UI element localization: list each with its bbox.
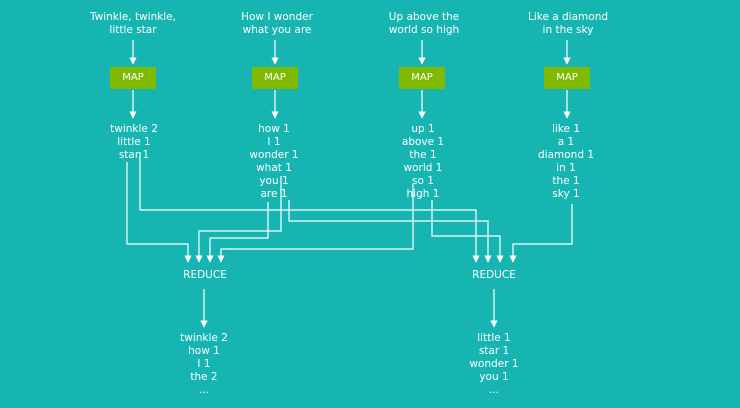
wire-wonder-to-reduce2 (431, 200, 504, 263)
wire-i-to-reduce1 (206, 202, 269, 263)
reduce-label-2: REDUCE (472, 269, 516, 281)
reduce-output-2: little 1 star 1 wonder 1 you 1 ... (469, 332, 519, 396)
map-box-2: MAP (252, 67, 298, 89)
reduce-output-1: twinkle 2 how 1 I 1 the 2 ... (180, 332, 228, 396)
map-box-3: MAP (399, 67, 445, 89)
map-output-2: how 1 I 1 wonder 1 what 1 you 1 are 1 (249, 123, 299, 200)
wire-the-to-reduce1 (217, 184, 414, 263)
map-output-1: twinkle 2 little 1 star 1 (110, 123, 158, 161)
input-text-1: Twinkle, twinkle,little star (89, 11, 177, 36)
map-output-4: like 1 a 1 diamond 1 in 1 the 1 sky 1 (537, 123, 595, 200)
wire-you-to-reduce2 (509, 204, 573, 263)
wire-how-to-reduce1 (195, 176, 282, 263)
map-output-3: up 1 above 1 the 1 world 1 so 1 high 1 (401, 123, 445, 200)
wire-twinkle-to-reduce1 (126, 162, 192, 263)
map-box-1: MAP (110, 67, 156, 89)
wire-star-to-reduce2 (288, 200, 492, 263)
reduce-label-1: REDUCE (183, 269, 227, 281)
map-box-4: MAP (544, 67, 590, 89)
